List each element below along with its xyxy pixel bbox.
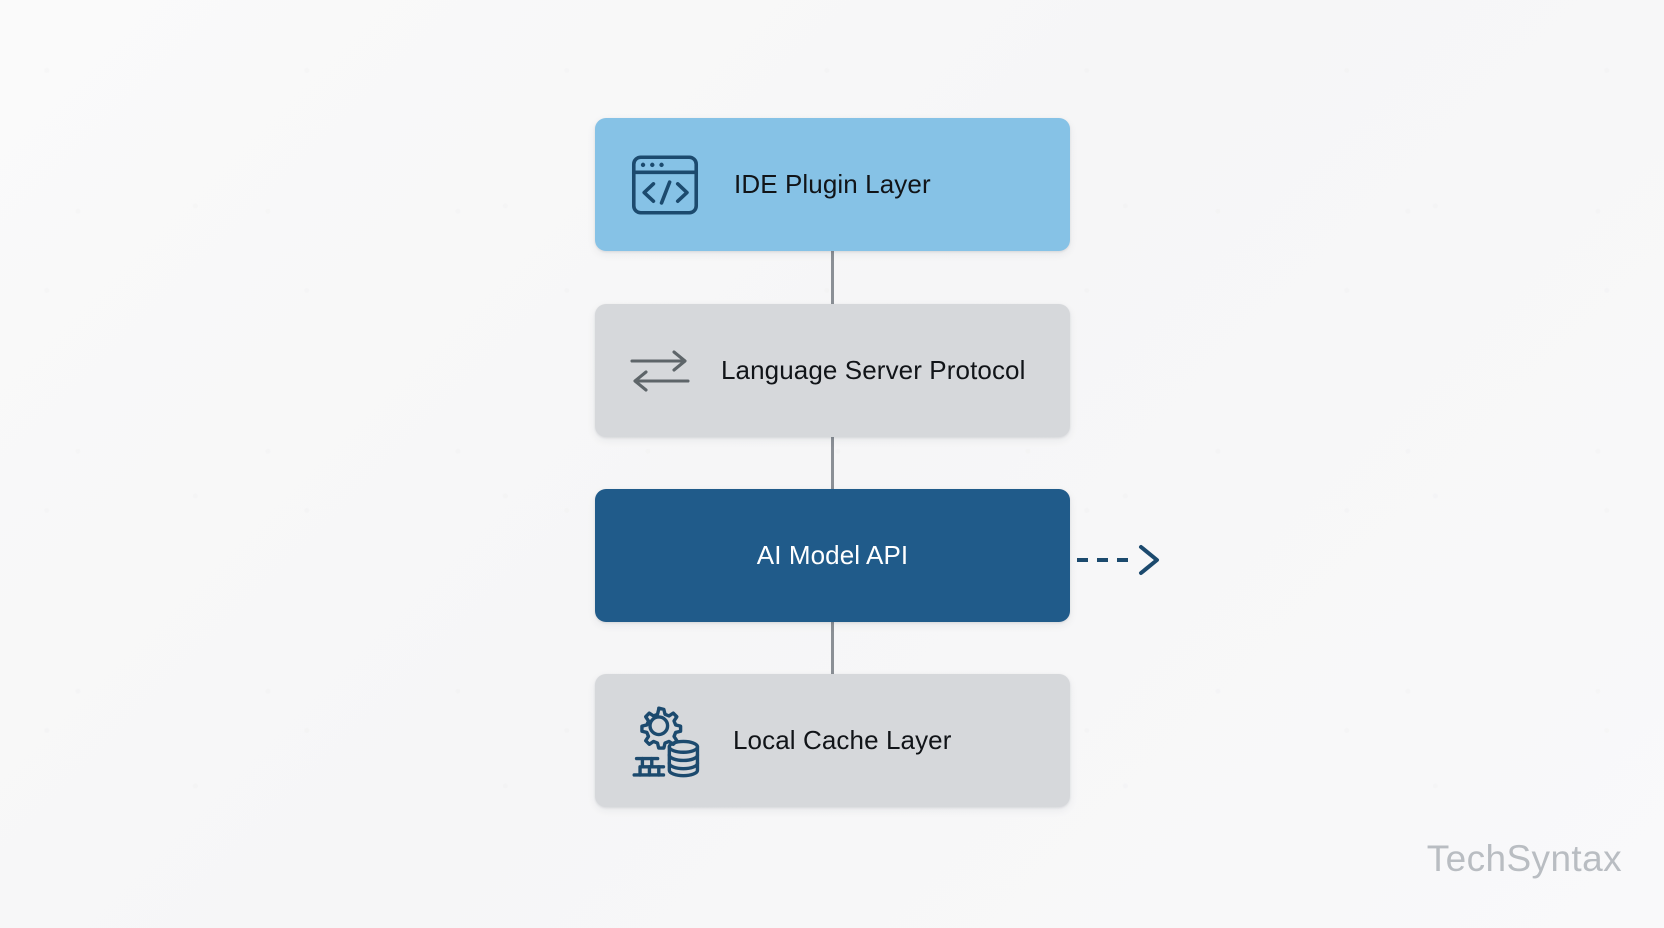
node-ai-model-api[interactable]: AI Model API — [595, 489, 1070, 622]
node-ide-plugin-layer[interactable]: IDE Plugin Layer — [595, 118, 1070, 251]
node-language-server-protocol[interactable]: Language Server Protocol — [595, 304, 1070, 437]
node-label-language-server-protocol: Language Server Protocol — [721, 355, 1026, 385]
connector-lsp-to-api — [831, 437, 834, 489]
connector-ide-to-lsp — [831, 251, 834, 304]
node-local-cache-layer[interactable]: Local Cache Layer — [595, 674, 1070, 807]
node-label-ide-plugin-layer: IDE Plugin Layer — [734, 169, 931, 199]
connector-api-to-cache — [831, 622, 834, 674]
node-label-local-cache-layer: Local Cache Layer — [733, 725, 952, 755]
watermark-techsyntax: TechSyntax — [1426, 838, 1622, 879]
node-label-ai-model-api: AI Model API — [756, 540, 909, 570]
gear-database-icon — [627, 700, 707, 782]
bidirectional-arrows-icon — [627, 341, 693, 401]
code-window-icon — [626, 146, 704, 224]
dashed-arrow-icon — [1075, 540, 1165, 580]
architecture-stack: IDE Plugin Layer Language Server Protoco… — [595, 118, 1070, 807]
